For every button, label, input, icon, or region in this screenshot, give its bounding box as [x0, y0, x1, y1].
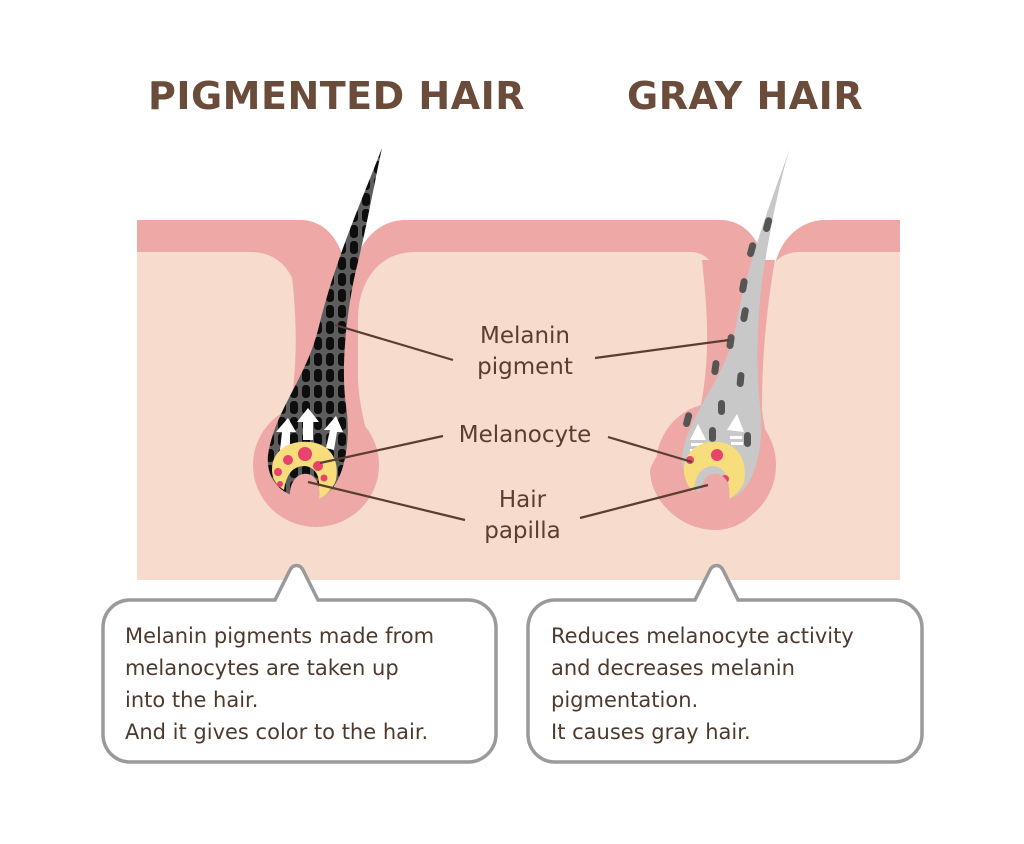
pigmented-hair-title: PIGMENTED HAIR: [148, 74, 526, 118]
left-callout-text: Melanin pigments made from melanocytes a…: [125, 624, 435, 744]
right-callout-bubble: [526, 563, 924, 764]
gray-hair-title: GRAY HAIR: [627, 74, 864, 118]
right-callout-text: Reduces melanocyte activity and decrease…: [551, 624, 854, 744]
gray-hair-shaft: [681, 148, 790, 508]
melanocyte-label: Melanocyte: [458, 422, 592, 448]
melanin-pigment-label: Melanin pigment: [477, 323, 573, 380]
leader-lines: [307, 323, 730, 522]
hair-papilla-label: Hair papilla: [484, 487, 561, 544]
left-callout-bubble: [101, 563, 498, 764]
